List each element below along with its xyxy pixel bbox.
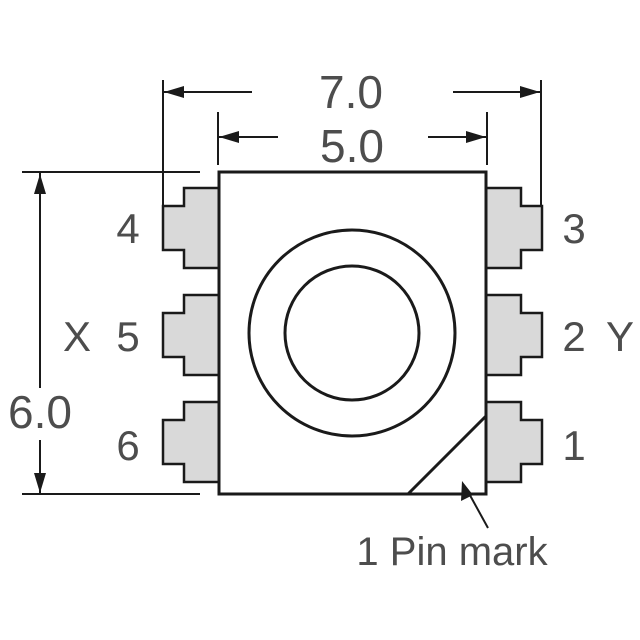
- body-width-label: 5.0: [320, 120, 384, 172]
- pad-3: [484, 186, 544, 270]
- pin-label-1: 1: [562, 422, 585, 469]
- height-label: 6.0: [8, 386, 72, 438]
- extension-lines: [22, 80, 542, 495]
- pin-label-6: 6: [116, 422, 139, 469]
- left-pads: [161, 186, 221, 484]
- pad-1: [484, 400, 544, 484]
- pin-mark-callout: 1 Pin mark: [356, 481, 549, 574]
- pad-2: [484, 293, 544, 377]
- pin-mark-label: 1 Pin mark: [356, 530, 548, 574]
- pad-4: [161, 186, 221, 270]
- dimension-height: 6.0: [8, 173, 72, 493]
- axis-label-x: X: [63, 313, 91, 360]
- inner-ring: [283, 264, 421, 402]
- right-pads: [484, 186, 544, 484]
- dimension-body-width: 5.0: [218, 120, 487, 172]
- pin-label-4: 4: [116, 205, 139, 252]
- dimension-overall-width: 7.0: [163, 66, 541, 118]
- overall-width-label: 7.0: [319, 66, 383, 118]
- pin-mark-chamfer: [406, 414, 488, 496]
- pin-label-2: 2: [562, 313, 585, 360]
- pin-label-3: 3: [562, 205, 585, 252]
- component-body: [217, 170, 488, 496]
- axis-label-y: Y: [606, 313, 634, 360]
- outer-ring: [247, 228, 457, 438]
- pin-label-5: 5: [116, 313, 139, 360]
- pad-6: [161, 400, 221, 484]
- pad-5: [161, 293, 221, 377]
